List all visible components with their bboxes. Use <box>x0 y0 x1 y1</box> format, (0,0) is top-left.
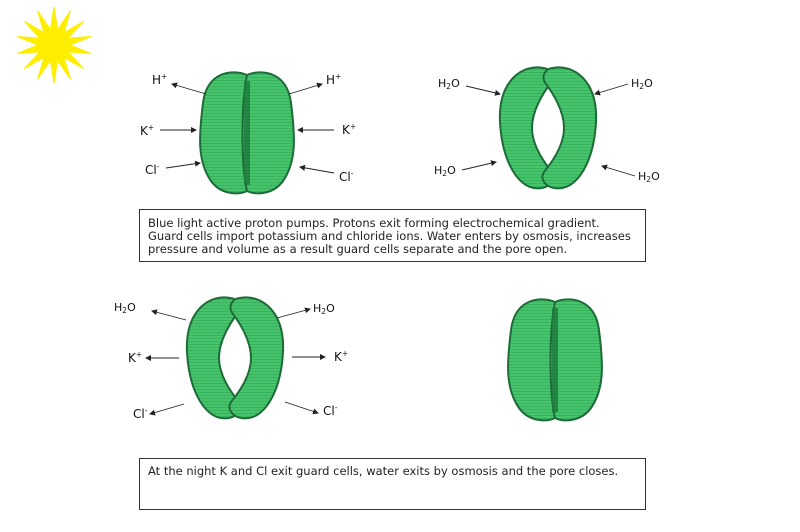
guard-cells-top-left <box>199 71 295 195</box>
label-h-plus: H+ <box>326 72 341 87</box>
guard-cell-right <box>549 298 603 422</box>
label-cl-minus: Cl- <box>133 406 148 421</box>
guard-cells-bottom-left <box>185 296 285 420</box>
label-h2o: H2O <box>638 170 660 184</box>
stoma-slit <box>552 308 558 412</box>
arrow-h-out-left <box>171 82 207 95</box>
guard-cells-bottom-right <box>507 298 603 422</box>
guard-cells-top-right <box>498 66 598 190</box>
label-h2o: H2O <box>438 77 460 91</box>
label-h2o: H2O <box>434 164 456 178</box>
label-cl-minus: Cl- <box>145 162 160 177</box>
caption-night: At the night K and Cl exit guard cells, … <box>139 458 646 510</box>
arrow-water-out-left <box>151 309 187 321</box>
guard-cell-right <box>541 66 598 190</box>
caption-day: Blue light active proton pumps. Protons … <box>139 209 646 262</box>
label-k-plus: K+ <box>342 122 356 137</box>
sun-icon <box>16 6 92 84</box>
label-h2o: H2O <box>313 302 335 316</box>
arrow-cl-out-right <box>284 401 319 415</box>
label-h2o: H2O <box>114 301 136 315</box>
arrow-water-in-1 <box>465 85 501 96</box>
label-k-plus: K+ <box>334 349 348 364</box>
label-k-plus: K+ <box>128 350 142 365</box>
arrow-cl-in-right <box>299 164 335 174</box>
caption-night-text: At the night K and Cl exit guard cells, … <box>148 464 619 478</box>
caption-day-line: Guard cells import potassium and chlorid… <box>148 229 631 243</box>
caption-day-line: Blue light active proton pumps. Protons … <box>148 216 600 230</box>
arrow-h-out-right <box>288 82 323 95</box>
arrow-water-in-2 <box>594 83 629 96</box>
arrow-cl-in-left <box>165 160 201 169</box>
label-h-plus: H+ <box>152 72 167 87</box>
label-h2o: H2O <box>631 77 653 91</box>
arrow-cl-out-left <box>149 403 185 416</box>
label-k-plus: K+ <box>140 123 154 138</box>
stoma-slit <box>244 81 250 185</box>
guard-cell-right <box>241 71 295 195</box>
arrow-water-in-3 <box>461 160 497 171</box>
label-cl-minus: Cl- <box>323 403 338 418</box>
arrow-water-in-4 <box>601 164 636 177</box>
guard-cell-right <box>228 296 285 420</box>
label-cl-minus: Cl- <box>339 169 354 184</box>
caption-day-line: pressure and volume as a result guard ce… <box>148 242 568 256</box>
arrow-water-out-right <box>276 307 311 319</box>
arrows <box>145 82 636 416</box>
